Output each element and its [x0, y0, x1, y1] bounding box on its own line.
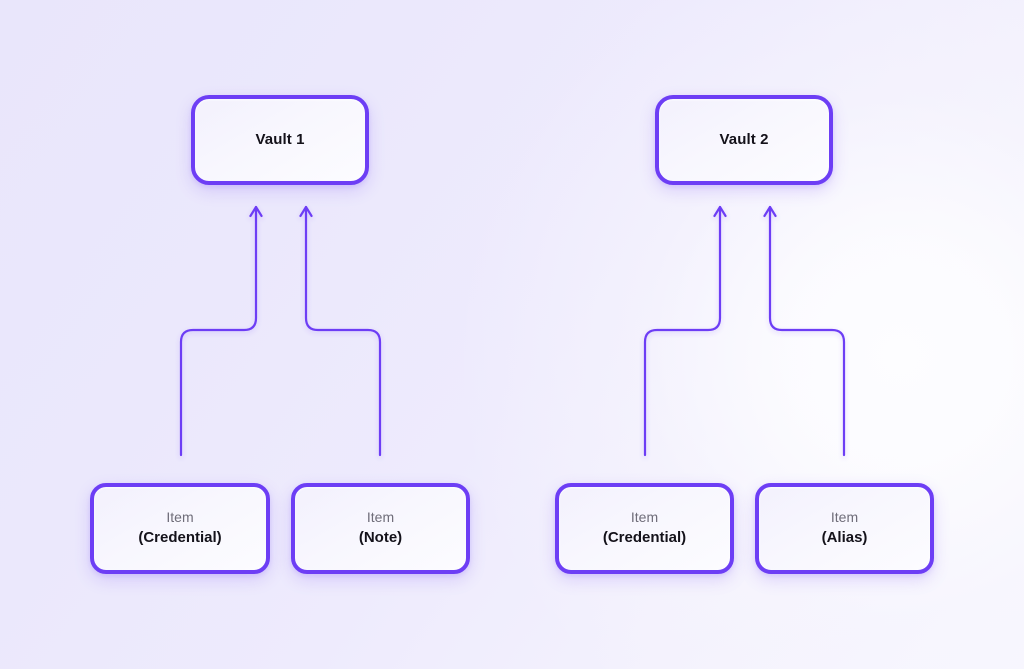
item-kind-label: (Credential) [138, 529, 222, 547]
item-node[interactable]: Item (Alias) [755, 483, 934, 574]
item-kind-label: (Alias) [821, 529, 868, 547]
item-type-label: Item [630, 509, 659, 526]
arrowhead-icon [763, 205, 777, 218]
item-node[interactable]: Item (Credential) [555, 483, 734, 574]
item-type-label: Item [366, 509, 395, 526]
arrowhead-icon [713, 205, 727, 218]
arrowhead-icon [249, 205, 263, 218]
item-type-label: Item [830, 509, 859, 526]
connector-arrow [299, 205, 382, 457]
connector-arrow [179, 205, 263, 457]
vault-node[interactable]: Vault 1 [191, 95, 369, 185]
item-type-label: Item [166, 509, 194, 526]
vault-label: Vault 2 [719, 131, 769, 148]
connector-line [768, 205, 846, 457]
item-kind-label: (Credential) [602, 529, 687, 547]
connector-line [643, 205, 722, 457]
connector-arrow [763, 205, 846, 457]
item-node[interactable]: Item (Credential) [90, 483, 270, 574]
arrowhead-icon [299, 205, 313, 218]
vault-label: Vault 1 [255, 131, 305, 148]
item-kind-label: (Note) [358, 529, 403, 547]
connector-line [304, 205, 382, 457]
item-node[interactable]: Item (Note) [291, 483, 470, 574]
vault-node[interactable]: Vault 2 [655, 95, 833, 185]
connector-arrow [643, 205, 727, 457]
connector-line [179, 205, 258, 457]
